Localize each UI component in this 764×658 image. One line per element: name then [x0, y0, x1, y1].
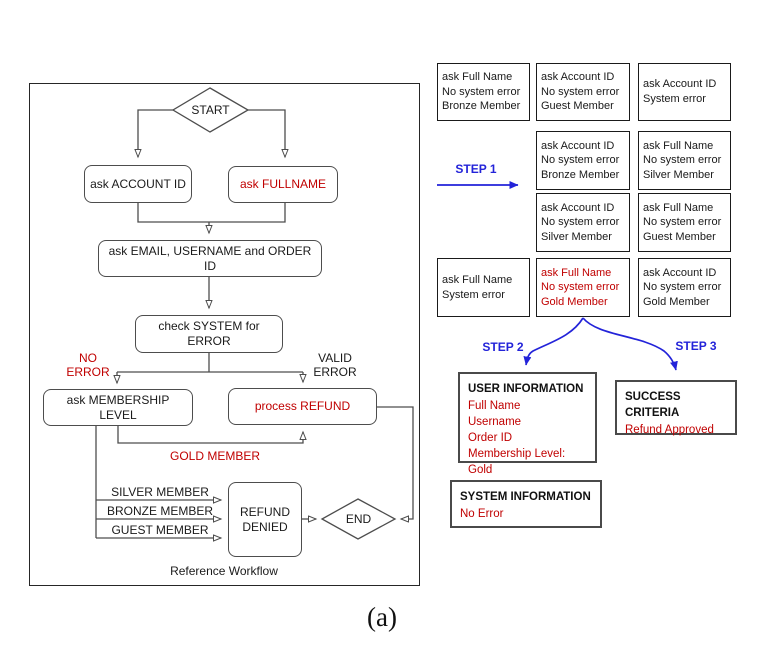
- success-criteria-title: SUCCESS CRITERIA: [625, 391, 681, 420]
- node-ask-fullname: ask FULLNAME: [228, 166, 338, 203]
- system-information-title: SYSTEM INFORMATION: [460, 491, 591, 503]
- node-refund-denied: REFUND DENIED: [228, 482, 302, 557]
- step2-arrow: [523, 317, 584, 366]
- step2-label: STEP 2: [482, 340, 524, 354]
- node-process-refund: process REFUND: [228, 388, 377, 425]
- reference-workflow-panel: [29, 83, 420, 586]
- workflow-panel-label: Reference Workflow: [170, 564, 278, 578]
- edge-label-bronze-member: BRONZE MEMBER: [106, 504, 213, 518]
- user-information-title: USER INFORMATION: [468, 383, 584, 395]
- edge-label-gold-member: GOLD MEMBER: [169, 449, 260, 463]
- user-information-box: USER INFORMATION Full Name Username Orde…: [458, 372, 597, 476]
- edge-label-guest-member: GUEST MEMBER: [111, 523, 209, 537]
- node-ask-email-username-orderid: ask EMAIL, USERNAME and ORDER ID: [98, 240, 322, 277]
- step3-label: STEP 3: [675, 339, 717, 353]
- system-information-box: SYSTEM INFORMATION No Error: [450, 480, 602, 528]
- step3-arrow: [582, 317, 678, 371]
- node-check-system-for-error: check SYSTEM for ERROR: [135, 315, 283, 353]
- node-ask-membership-level: ask MEMBERSHIP LEVEL: [43, 389, 193, 426]
- node-ask-account-id: ask ACCOUNT ID: [84, 165, 192, 203]
- success-criteria-box: SUCCESS CRITERIA Refund Approved: [615, 380, 737, 436]
- figure-caption: (a): [367, 602, 397, 632]
- step1-label: STEP 1: [455, 162, 497, 176]
- edge-label-valid-error: VALID ERROR: [313, 351, 357, 380]
- end-node-label: END: [345, 512, 372, 526]
- start-node-label: START: [191, 103, 230, 117]
- edge-label-silver-member: SILVER MEMBER: [111, 485, 209, 499]
- edge-label-no-error: NO ERROR: [66, 351, 110, 380]
